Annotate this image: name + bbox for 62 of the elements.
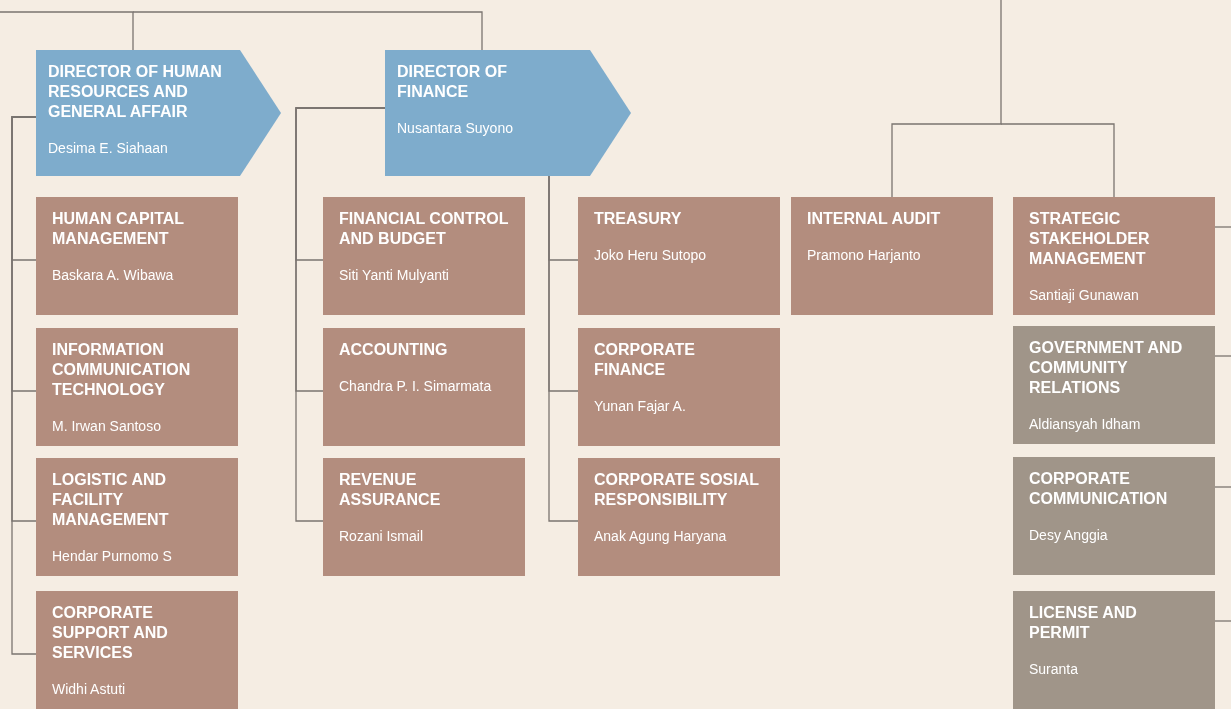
box-title: INTERNAL AUDIT xyxy=(807,209,942,229)
org-box xyxy=(1013,326,1215,444)
org-box xyxy=(578,197,780,315)
org-box xyxy=(36,458,238,576)
box-title: CORPORATE SOSIAL RESPONSIBILITY xyxy=(594,470,760,510)
org-box xyxy=(323,328,525,446)
connector-line xyxy=(1000,123,1115,198)
person-name: Hendar Purnomo S xyxy=(52,547,173,566)
box-title: HUMAN CAPITAL MANAGEMENT xyxy=(52,209,185,249)
person-name: Joko Heru Sutopo xyxy=(594,246,708,265)
person-name: Nusantara Suyono xyxy=(397,119,514,138)
box-title: REVENUE ASSURANCE xyxy=(339,470,442,510)
connector-line xyxy=(1214,226,1231,228)
box-title: DIRECTOR OF HUMAN RESOURCES AND GENERAL AFFAIR xyxy=(48,62,223,122)
person-name: Yunan Fajar A. xyxy=(594,397,687,416)
box-title: CORPORATE SUPPORT AND SERVICES xyxy=(52,603,169,663)
box-title: GOVERNMENT AND COMMUNITY RELATIONS xyxy=(1029,338,1184,398)
org-box xyxy=(791,197,993,315)
box-title: LICENSE AND PERMIT xyxy=(1029,603,1138,643)
connector-line xyxy=(11,116,37,655)
org-box xyxy=(578,458,780,576)
connector-line xyxy=(0,11,134,51)
person-name: Anak Agung Haryana xyxy=(594,527,728,546)
box-title: ACCOUNTING xyxy=(339,340,449,360)
connector-line xyxy=(1214,620,1231,622)
box-title: TREASURY xyxy=(594,209,683,229)
chevron-box xyxy=(385,50,631,176)
person-name: Pramono Harjanto xyxy=(807,246,922,265)
person-name: Suranta xyxy=(1029,660,1080,679)
org-box xyxy=(1013,591,1215,709)
box-title: FINANCIAL CONTROL AND BUDGET xyxy=(339,209,509,249)
org-box xyxy=(578,328,780,446)
org-box xyxy=(1013,457,1215,575)
connector-line xyxy=(891,0,1002,198)
person-name: Desima E. Siahaan xyxy=(48,139,169,158)
box-title: INFORMATION COMMUNICATION TECHNOLOGY xyxy=(52,340,192,400)
connector-line xyxy=(132,11,483,51)
connector-line xyxy=(1214,355,1231,357)
person-name: Santiaji Gunawan xyxy=(1029,286,1140,305)
person-name: Desy Anggia xyxy=(1029,526,1109,545)
org-box xyxy=(1013,197,1215,315)
person-name: Widhi Astuti xyxy=(52,680,127,699)
person-name: Aldiansyah Idham xyxy=(1029,415,1142,434)
person-name: M. Irwan Santoso xyxy=(52,417,162,436)
box-title: CORPORATE COMMUNICATION xyxy=(1029,469,1169,509)
connector-line xyxy=(548,175,579,522)
box-title: DIRECTOR OF FINANCE xyxy=(397,62,508,102)
connector-line xyxy=(1214,486,1231,488)
person-name: Rozani Ismail xyxy=(339,527,425,546)
chevron-box xyxy=(36,50,281,176)
box-title: LOGISTIC AND FACILITY MANAGEMENT xyxy=(52,470,170,530)
box-title: CORPORATE FINANCE xyxy=(594,340,697,380)
person-name: Chandra P. I. Simarmata xyxy=(339,377,493,396)
person-name: Baskara A. Wibawa xyxy=(52,266,175,285)
org-box xyxy=(36,591,238,709)
box-title: STRATEGIC STAKEHOLDER MANAGEMENT xyxy=(1029,209,1151,269)
org-box xyxy=(323,458,525,576)
org-box xyxy=(323,197,525,315)
org-box xyxy=(36,328,238,446)
person-name: Siti Yanti Mulyanti xyxy=(339,266,450,285)
connector-line xyxy=(295,107,386,522)
org-box xyxy=(36,197,238,315)
